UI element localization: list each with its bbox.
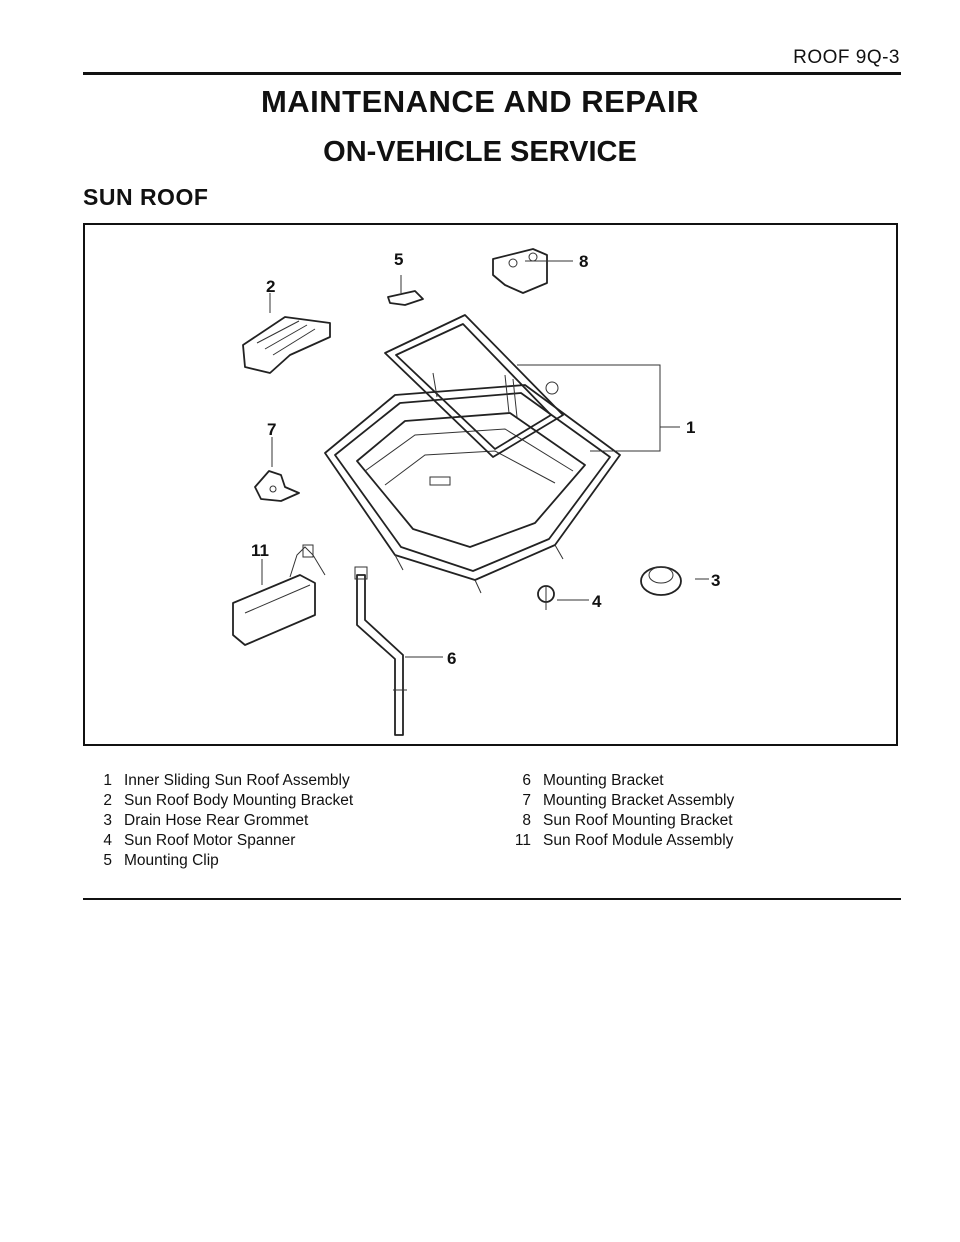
legend-item: 3 Drain Hose Rear Grommet bbox=[86, 811, 353, 831]
footer-rule bbox=[83, 898, 901, 900]
legend-number: 4 bbox=[103, 832, 112, 849]
callout-4: 6 bbox=[447, 649, 456, 668]
body-mounting-bracket-drawing bbox=[242, 316, 331, 374]
roof-mounting-bracket-drawing bbox=[492, 248, 548, 294]
legend-label: Mounting Clip bbox=[124, 852, 219, 869]
callout-11: 11 bbox=[251, 541, 269, 560]
legend-item: 6 Mounting Bracket bbox=[505, 771, 734, 791]
legend-number: 2 bbox=[103, 792, 112, 809]
legend-number: 6 bbox=[522, 772, 531, 789]
mounting-bracket-drawing bbox=[387, 275, 424, 306]
legend-number: 11 bbox=[514, 832, 531, 849]
legend-label: Inner Sliding Sun Roof Assembly bbox=[124, 772, 350, 789]
legend-number: 7 bbox=[522, 792, 531, 809]
legend-number: 1 bbox=[103, 772, 112, 789]
legend-item: 11 Sun Roof Module Assembly bbox=[505, 831, 734, 851]
legend-item: 1 Inner Sliding Sun Roof Assembly bbox=[86, 771, 353, 791]
header-rule bbox=[83, 72, 901, 75]
callout-5: 4 bbox=[592, 592, 602, 611]
callout-1: 1 bbox=[686, 418, 695, 437]
page-title: MAINTENANCE AND REPAIR bbox=[260, 84, 700, 119]
section-heading: SUN ROOF bbox=[83, 184, 209, 210]
legend-label: Drain Hose Rear Grommet bbox=[124, 812, 309, 829]
motor-spanner-drawing bbox=[354, 566, 407, 736]
legend-item: 8 Sun Roof Mounting Bracket bbox=[505, 811, 734, 831]
page-subtitle: ON-VEHICLE SERVICE bbox=[323, 136, 637, 168]
legend-item: 2 Sun Roof Body Mounting Bracket bbox=[86, 791, 353, 811]
callout-6: 5 bbox=[394, 250, 403, 269]
legend-item: 4 Sun Roof Motor Spanner bbox=[86, 831, 353, 851]
legend-number: 3 bbox=[103, 812, 112, 829]
sunroof-module-drawing bbox=[232, 544, 326, 646]
grommet-drawing bbox=[640, 566, 682, 596]
legend-label: Sun Roof Body Mounting Bracket bbox=[124, 792, 354, 809]
sunroof-illustration: 5 8 2 1 7 11 3 4 6 bbox=[232, 248, 720, 736]
sunroof-exploded-diagram: 5 8 2 1 7 11 3 4 6 bbox=[83, 223, 898, 746]
legend-label: Mounting Bracket Assembly bbox=[543, 792, 735, 809]
legend-number: 5 bbox=[103, 852, 112, 869]
page-reference: ROOF 9Q-3 bbox=[793, 47, 900, 68]
legend-label: Mounting Bracket bbox=[543, 772, 664, 789]
legend-label: Sun Roof Motor Spanner bbox=[124, 832, 296, 849]
mounting-bracket-assembly-drawing bbox=[254, 470, 300, 502]
callout-leaders bbox=[261, 260, 709, 658]
parts-legend-right: 6 Mounting Bracket 7 Mounting Bracket Asse… bbox=[505, 771, 734, 851]
sunroof-frame-drawing bbox=[324, 314, 621, 594]
legend-item: 7 Mounting Bracket Assembly bbox=[505, 791, 734, 811]
mounting-clip-drawing bbox=[537, 585, 555, 610]
legend-label: Sun Roof Mounting Bracket bbox=[543, 812, 733, 829]
legend-item: 5 Mounting Clip bbox=[86, 851, 353, 871]
legend-label: Sun Roof Module Assembly bbox=[543, 832, 734, 849]
legend-number: 8 bbox=[522, 812, 531, 829]
callout-2: 2 bbox=[266, 277, 275, 296]
callout-7: 7 bbox=[267, 420, 276, 439]
callout-8: 8 bbox=[579, 252, 588, 271]
callout-3: 3 bbox=[711, 571, 720, 590]
